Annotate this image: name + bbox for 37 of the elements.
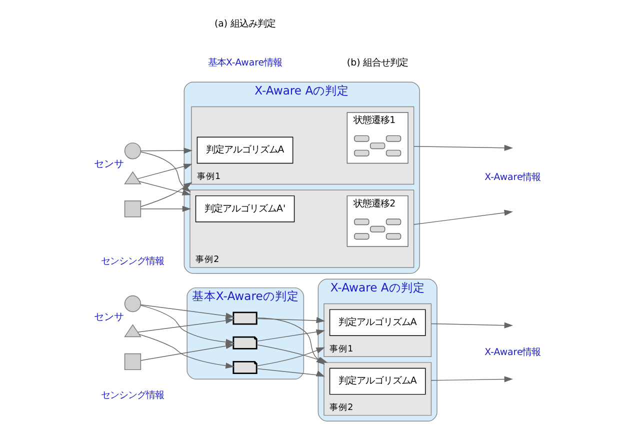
label: センシング情報 [101,256,164,268]
arrow [140,206,192,212]
arrow [140,148,193,154]
node-label: センサ [94,312,124,323]
node-box [124,353,142,370]
label: センシング情報 [101,390,164,402]
label: (b) 組合せ判定 [346,58,408,69]
arrow [430,322,514,328]
arrow [256,317,326,324]
node-box: 判定アルゴリズムA [196,136,294,164]
node-box: 判定アルゴリズムA' [195,195,295,222]
cluster: 基本X-Awareの判定 [186,287,304,380]
node-circle [124,295,142,312]
arrow [137,164,192,180]
arrow [138,318,234,332]
arrow [413,210,513,225]
node-triangle [124,324,142,338]
node-triangle [124,171,142,184]
arrow [140,304,234,319]
cluster: 状態遷移2 [346,195,408,247]
label: X-Aware情報 [484,172,541,184]
arrow [140,343,234,361]
label: 基本X-Aware情報 [208,58,282,69]
node-box: 判定アルゴリズムA [329,309,426,336]
node-box [232,312,258,325]
arrow [413,144,514,151]
arrow [256,329,326,342]
node-box [124,200,142,218]
label: (a) 組込み判定 [214,18,276,30]
node-label: センサ [94,158,124,170]
arrow [256,368,325,377]
cluster: 状態遷移1 [346,112,408,164]
arrow [430,376,514,382]
node-box: 判定アルゴリズムA [329,368,426,395]
node-circle [124,142,142,160]
arrow [256,344,328,363]
label: X-Aware情報 [484,346,541,358]
